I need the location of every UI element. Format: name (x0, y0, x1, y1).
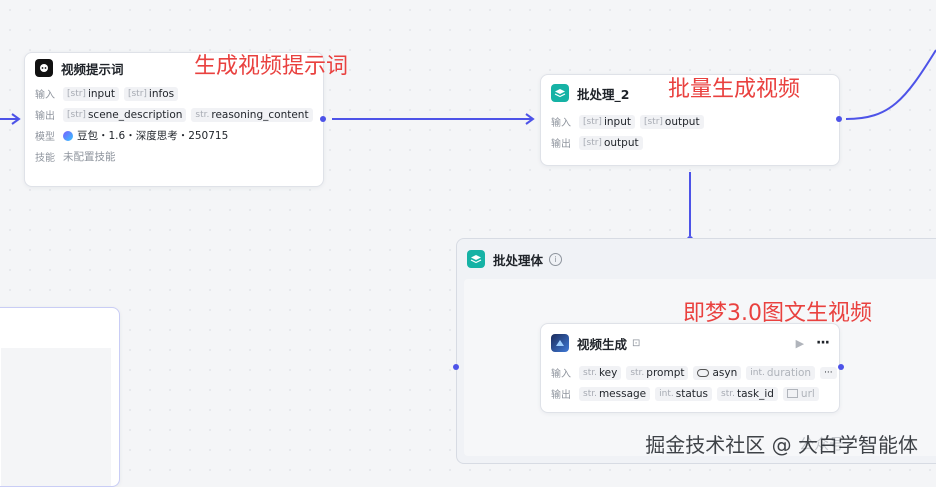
output-label: 输出 (551, 390, 571, 401)
param-tag: asyn (693, 365, 742, 380)
group-title: 批处理体 (493, 252, 544, 268)
node-title: 视频生成 (577, 336, 628, 352)
param-tag: int.status (655, 386, 713, 401)
plugin-badge-icon: ⊡ (632, 337, 641, 349)
param-tag: [str]scene_description (63, 107, 187, 122)
output-label: 输出 (551, 139, 571, 150)
plugin-icon (551, 334, 569, 352)
layers-icon (551, 84, 569, 102)
model-value: 豆包・1.6・深度思考・250715 (77, 130, 229, 142)
more-params-tag[interactable]: ··· (820, 366, 837, 379)
param-tag: url (782, 386, 819, 401)
param-tag: [str]input (63, 86, 119, 101)
toggle-icon (697, 368, 710, 377)
annotation-jimeng: 即梦3.0图文生视频 (683, 301, 872, 326)
layers-icon (467, 250, 485, 268)
param-tag: str.key (579, 365, 622, 380)
watermark-sub: 公众号 (798, 435, 844, 453)
watermark: 掘金技术社区 @ 大白学智能体 (645, 433, 918, 457)
param-tag: str.reasoning_content (191, 107, 313, 122)
port-video-out[interactable] (838, 364, 844, 370)
more-icon[interactable]: ··· (816, 335, 830, 351)
annotation-gen-prompt: 生成视频提示词 (194, 54, 349, 79)
param-tag: [str]infos (123, 86, 179, 101)
annotation-batch-gen: 批量生成视频 (668, 77, 801, 102)
node-title: 视频提示词 (61, 61, 124, 77)
run-icon[interactable]: ▶ (795, 336, 805, 350)
param-tag: str.prompt (626, 365, 689, 380)
port-prompt-out[interactable] (320, 116, 326, 122)
skill-value: 未配置技能 (63, 151, 116, 163)
input-label: 输入 (551, 369, 571, 380)
info-icon[interactable]: i (549, 252, 563, 266)
param-tag: [str]output (639, 114, 704, 129)
node-video-gen[interactable]: 视频生成 ⊡ ▶ ··· 输入 str.key str.prompt asyn … (540, 323, 840, 413)
node-batch-2[interactable]: 批处理_2 输入 [str]input [str]output 输出 [str]… (540, 74, 840, 166)
output-label: 输出 (35, 111, 55, 122)
port-group-in[interactable] (453, 364, 459, 370)
param-tag: [str]input (579, 114, 635, 129)
input-label: 输入 (551, 118, 571, 129)
input-label: 输入 (35, 90, 55, 101)
param-tag: [str]output (579, 135, 643, 150)
doubao-icon (63, 130, 73, 141)
param-tag: str.task_id (717, 386, 778, 401)
node-partial-left[interactable] (0, 307, 120, 487)
node-title: 批处理_2 (577, 86, 630, 102)
folder-icon (786, 389, 798, 398)
param-tag: int.duration (746, 365, 816, 380)
port-batch2-out[interactable] (836, 116, 842, 122)
skill-label: 技能 (35, 153, 55, 164)
node-video-prompt[interactable]: 视频提示词 输入 [str]input [str]infos 输出 [str]s… (24, 52, 324, 187)
robot-icon (35, 59, 53, 77)
param-tag: str.message (579, 386, 651, 401)
model-label: 模型 (35, 132, 55, 143)
